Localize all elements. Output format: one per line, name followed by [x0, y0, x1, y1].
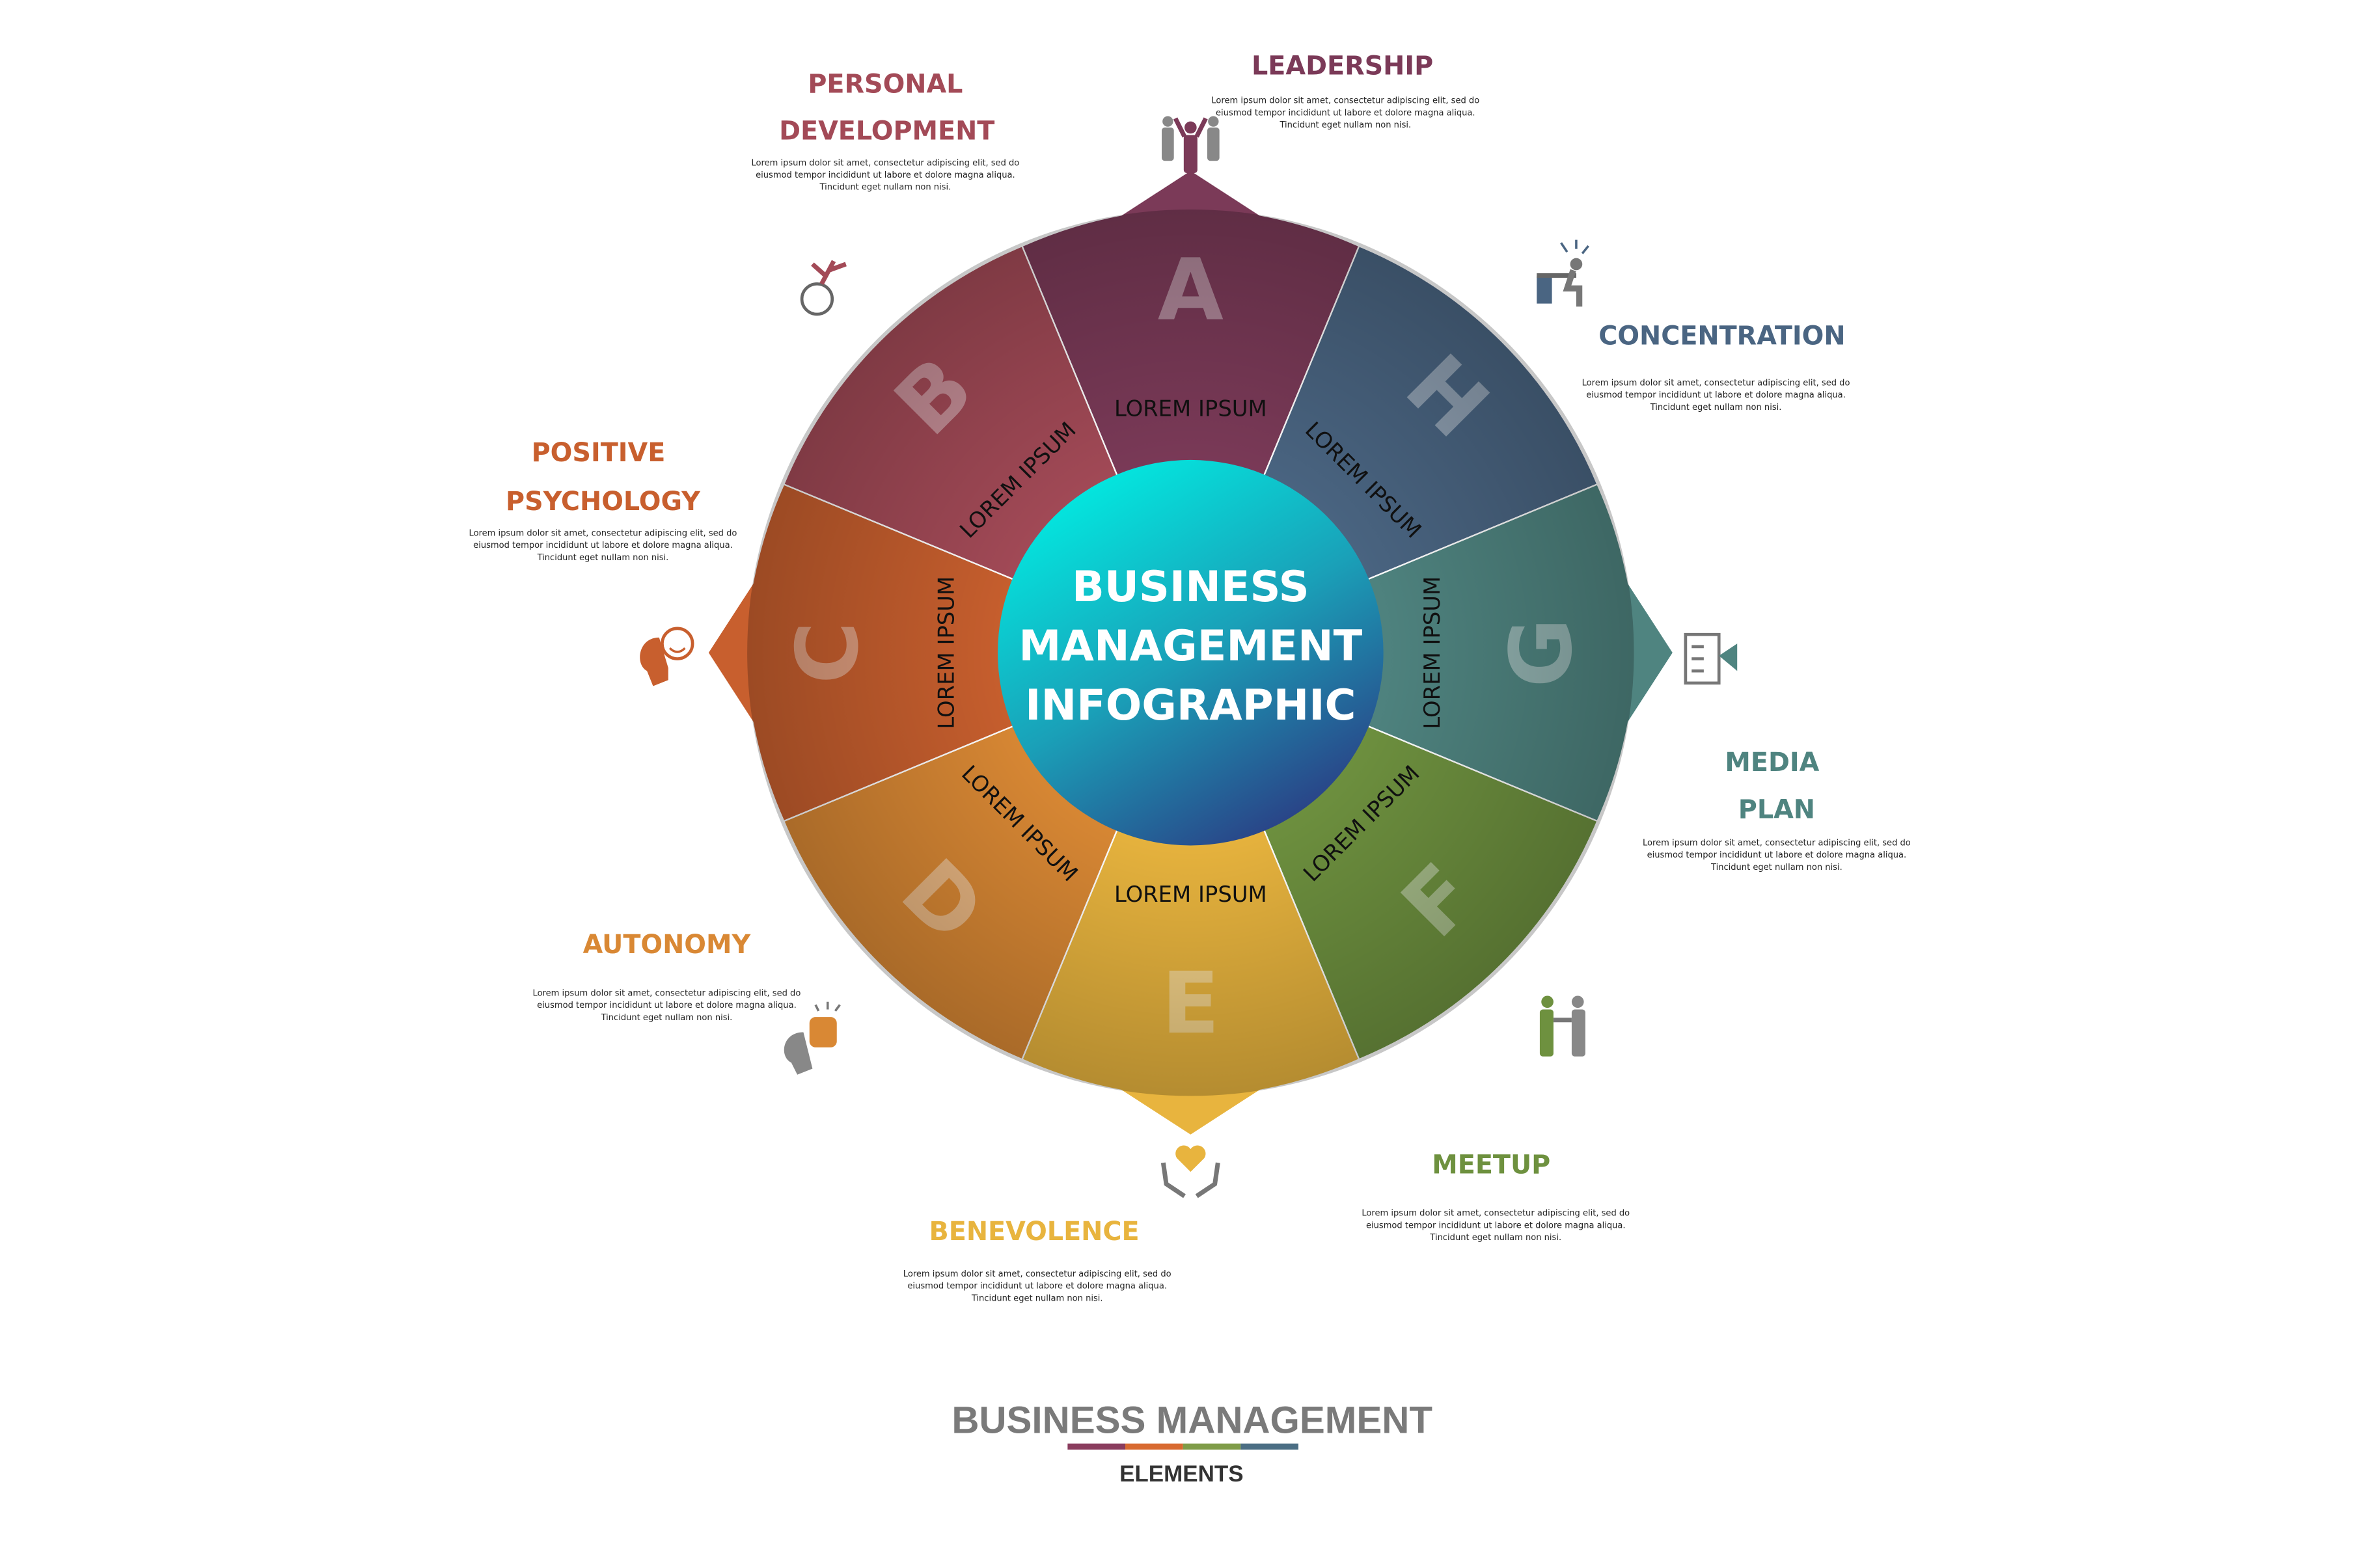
item-title-line2: PSYCHOLOGY	[506, 487, 701, 517]
footer-bar-segment	[1240, 1443, 1298, 1450]
desc-line: eiusmod tempor incididunt ut labore et d…	[756, 170, 1015, 180]
footer-bar-segment	[1183, 1443, 1241, 1450]
sector-letter: A	[1158, 241, 1224, 340]
item-title-line1: MEDIA	[1725, 748, 1819, 777]
desc-line: Lorem ipsum dolor sit amet, consectetur …	[751, 158, 1019, 168]
center-title-line2: MANAGEMENT	[1019, 621, 1362, 671]
center-circle: BUSINESS MANAGEMENT INFOGRAPHIC	[998, 459, 1384, 846]
desc-line: Lorem ipsum dolor sit amet, consectetur …	[469, 529, 737, 539]
sector-letter: C	[778, 621, 877, 684]
desc-line: Tincidunt eget nullam non nisi.	[601, 1013, 733, 1023]
sector-label: LOREM IPSUM	[1114, 882, 1267, 907]
footer-color-bar	[1067, 1443, 1298, 1450]
center-disc	[998, 459, 1384, 846]
footer-title: BUSINESS MANAGEMENT	[952, 1399, 1432, 1441]
desc-line: Tincidunt eget nullam non nisi.	[819, 183, 952, 193]
footer-bar-segment	[1125, 1443, 1183, 1450]
heart-hands-icon	[1160, 1145, 1220, 1198]
desc-line: Tincidunt eget nullam non nisi.	[1710, 863, 1842, 872]
handshake-icon	[1539, 995, 1585, 1057]
sector-letter: G	[1492, 618, 1591, 688]
sector-letter: E	[1162, 954, 1220, 1053]
desc-line: Tincidunt eget nullam non nisi.	[1279, 120, 1411, 130]
sector-label: LOREM IPSUM	[1114, 396, 1267, 421]
desc-line: eiusmod tempor incididunt ut labore et d…	[1366, 1221, 1626, 1230]
leadership-people-icon	[1162, 116, 1220, 173]
item-leadership: LEADERSHIP Lorem ipsum dolor sit amet, c…	[1162, 51, 1479, 173]
desc-line: Lorem ipsum dolor sit amet, consectetur …	[1362, 1209, 1630, 1219]
footer: BUSINESS MANAGEMENT ELEMENTS	[622, 1399, 1747, 1541]
focused-worker-icon	[1537, 239, 1589, 307]
desc-line: Tincidunt eget nullam non nisi.	[971, 1293, 1103, 1303]
desc-line: eiusmod tempor incididunt ut labore et d…	[537, 1001, 797, 1010]
desc-line: eiusmod tempor incididunt ut labore et d…	[907, 1282, 1167, 1291]
desc-line: Lorem ipsum dolor sit amet, consectetur …	[903, 1269, 1171, 1279]
item-title-line2: PLAN	[1738, 794, 1815, 824]
desc-line: Lorem ipsum dolor sit amet, consectetur …	[533, 988, 801, 998]
footer-subtitle: ELEMENTS	[1119, 1461, 1243, 1487]
item-personal-development: PERSONAL DEVELOPMENT Lorem ipsum dolor s…	[751, 69, 1019, 316]
item-meetup: MEETUP Lorem ipsum dolor sit amet, conse…	[1362, 995, 1630, 1243]
item-title-line2: DEVELOPMENT	[779, 116, 994, 146]
desc-line: Lorem ipsum dolor sit amet, consectetur …	[1643, 838, 1911, 848]
center-title-line1: BUSINESS	[1072, 562, 1309, 612]
item-title: CONCENTRATION	[1598, 321, 1845, 351]
desc-line: eiusmod tempor incididunt ut labore et d…	[1647, 850, 1907, 860]
desc-line: eiusmod tempor incididunt ut labore et d…	[1586, 390, 1846, 400]
item-benevolence: BENEVOLENCE Lorem ipsum dolor sit amet, …	[903, 1145, 1220, 1303]
sector-label: LOREM IPSUM	[934, 576, 959, 729]
footer-shadow-mask	[622, 1502, 1747, 1523]
item-positive-psychology: POSITIVE PSYCHOLOGY Lorem ipsum dolor si…	[469, 438, 737, 686]
item-media-plan: MEDIA PLAN Lorem ipsum dolor sit amet, c…	[1643, 632, 1911, 872]
desc-line: Tincidunt eget nullam non nisi.	[1429, 1233, 1561, 1243]
smiling-head-icon	[640, 627, 694, 686]
item-concentration: CONCENTRATION Lorem ipsum dolor sit amet…	[1537, 239, 1850, 412]
desc-line: eiusmod tempor incididunt ut labore et d…	[1216, 108, 1475, 118]
item-title-line1: PERSONAL	[808, 69, 963, 99]
item-autonomy: AUTONOMY Lorem ipsum dolor sit amet, con…	[533, 930, 841, 1075]
center-title-line3: INFOGRAPHIC	[1025, 681, 1356, 730]
desc-line: Lorem ipsum dolor sit amet, consectetur …	[1582, 379, 1850, 388]
desc-line: eiusmod tempor incididunt ut labore et d…	[473, 541, 733, 550]
item-title-line1: POSITIVE	[532, 438, 666, 468]
growing-mind-icon	[800, 260, 847, 316]
desc-line: Tincidunt eget nullam non nisi.	[1650, 403, 1782, 412]
sector-label: LOREM IPSUM	[1419, 576, 1445, 729]
desc-line: Tincidunt eget nullam non nisi.	[537, 553, 669, 563]
desc-line: Lorem ipsum dolor sit amet, consectetur …	[1211, 96, 1479, 106]
footer-bar-segment	[1067, 1443, 1126, 1450]
item-title: BENEVOLENCE	[929, 1217, 1140, 1247]
item-title: MEETUP	[1432, 1150, 1550, 1180]
fist-head-icon	[784, 1001, 841, 1075]
item-title: AUTONOMY	[583, 930, 752, 960]
checklist-megaphone-icon	[1684, 632, 1738, 685]
item-title: LEADERSHIP	[1252, 51, 1433, 81]
